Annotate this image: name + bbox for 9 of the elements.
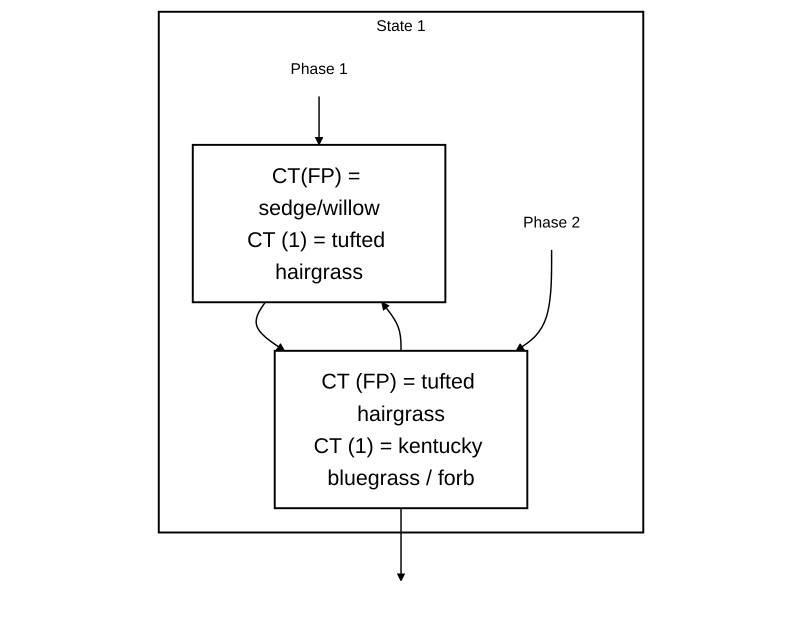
node-box: CT (FP) = tufted hairgrass CT (1) = kentucky bluegrass / forb: [274, 350, 529, 510]
arrow: [397, 508, 406, 582]
node-text: Phase 2: [524, 214, 581, 232]
arrow: [315, 96, 324, 146]
node-box: CT(FP) = sedge/willow CT (1) = tufted hairgrass: [192, 144, 447, 304]
arrow: [256, 302, 286, 352]
node-text: Phase 1: [291, 61, 348, 78]
arrow: [382, 302, 402, 351]
arrow: [516, 250, 553, 352]
